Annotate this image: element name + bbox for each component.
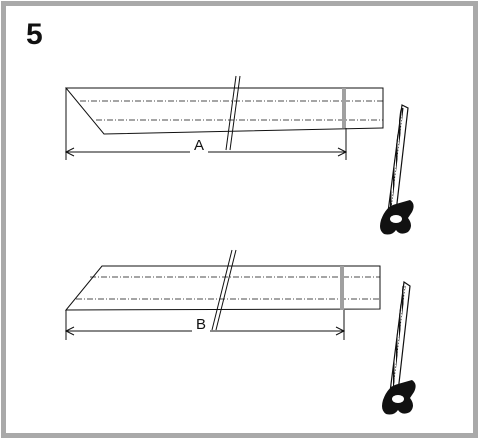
break-mark-icon	[211, 249, 237, 331]
saw-icon	[382, 280, 416, 415]
dimension-label-b: B	[196, 316, 206, 333]
step-number: 5	[26, 18, 43, 51]
cut-mark	[342, 88, 346, 128]
diagram-top: A	[64, 75, 384, 160]
arrow-right	[335, 326, 346, 336]
arrow-right	[337, 147, 348, 157]
cut-mark	[340, 266, 344, 310]
saw-icon	[380, 104, 414, 235]
diagram-bottom: B	[64, 249, 381, 340]
arrow-left	[64, 147, 75, 157]
arrow-left	[64, 326, 75, 336]
dimension-label-a: A	[194, 137, 204, 154]
break-mark-icon	[225, 75, 241, 151]
board-top	[64, 87, 384, 135]
